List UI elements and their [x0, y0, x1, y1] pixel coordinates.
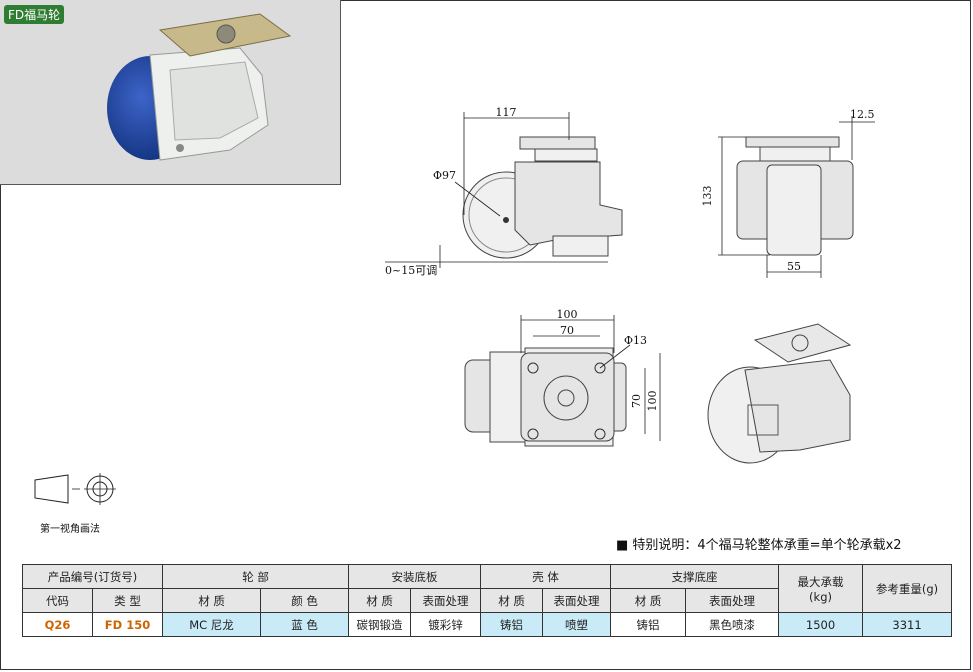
- header-base-finish: 表面处理: [410, 588, 482, 613]
- dim-100-side: 100: [646, 391, 659, 412]
- header-base: 安装底板: [348, 564, 482, 589]
- technical-drawing: 117 Φ97 0~15可调 133 55 12.5: [34, 106, 875, 505]
- header-row-1: 产品编号(订货号) 轮 部 安装底板 壳 体 支撑底座 最大承载 (kg) 参考…: [21, 564, 953, 613]
- header-wheel-color: 颜 色: [260, 588, 350, 613]
- header-wheel-material: 材 质: [162, 588, 262, 613]
- spec-table: 产品编号(订货号) 轮 部 安装底板 壳 体 支撑底座 最大承载 (kg) 参考…: [21, 564, 953, 637]
- cell-shell-finish: 喷塑: [542, 612, 612, 637]
- header-row-2: 代码 类 型 材 质 颜 色 材 质 表面处理 材 质 表面处理 材 质 表面处…: [22, 588, 952, 613]
- header-max-load: 最大承载 (kg): [778, 564, 864, 613]
- iso-view: [707, 323, 852, 464]
- header-base-material: 材 质: [348, 588, 412, 613]
- dim-133: 133: [701, 186, 714, 207]
- cell-support-material: 铸铝: [610, 612, 687, 637]
- projection-symbol: [34, 473, 116, 505]
- dim-55: 55: [787, 260, 801, 273]
- header-product-no: 产品编号(订货号): [21, 564, 164, 589]
- header-shell-finish: 表面处理: [542, 588, 612, 613]
- header-shell-material: 材 质: [480, 588, 544, 613]
- dim-70-side: 70: [630, 394, 643, 408]
- header-shell: 壳 体: [480, 564, 612, 589]
- table-row: Q26 FD 150 MC 尼龙 蓝 色 碳钢锻造 镀彩锌 铸铝 喷塑 铸铝 黑…: [22, 612, 953, 637]
- dim-phi97: Φ97: [433, 169, 456, 182]
- special-note: ■ 特别说明：4个福马轮整体承重=单个轮承载x2: [616, 538, 902, 553]
- dim-100-top: 100: [557, 308, 578, 321]
- dim-70-top: 70: [560, 324, 574, 337]
- dim-117: 117: [496, 106, 517, 119]
- cell-type: FD 150: [91, 612, 164, 637]
- cell-support-finish: 黑色喷漆: [685, 612, 780, 637]
- header-type: 类 型: [91, 588, 164, 613]
- cell-wheel-material: MC 尼龙: [162, 612, 262, 637]
- projection-label: 第一视角画法: [40, 524, 100, 535]
- header-support: 支撑底座: [610, 564, 780, 589]
- header-support-material: 材 质: [610, 588, 687, 613]
- cell-base-material: 碳钢锻造: [348, 612, 412, 637]
- header-support-finish: 表面处理: [685, 588, 780, 613]
- cell-max-load: 1500: [778, 612, 864, 637]
- dim-adjust: 0~15可调: [385, 264, 437, 277]
- dim-phi13: Φ13: [624, 334, 647, 347]
- cell-ref-weight: 3311: [862, 612, 953, 637]
- cell-wheel-color: 蓝 色: [260, 612, 350, 637]
- cell-shell-material: 铸铝: [480, 612, 544, 637]
- cell-base-finish: 镀彩锌: [410, 612, 482, 637]
- header-code: 代码: [22, 588, 93, 613]
- header-wheel: 轮 部: [162, 564, 350, 589]
- front-view: 133 55 12.5: [701, 108, 875, 278]
- top-view: 100 70 Φ13 70 100: [464, 308, 661, 447]
- cell-code: Q26: [22, 612, 93, 637]
- header-ref-weight: 参考重量(g): [862, 564, 953, 613]
- dim-12-5: 12.5: [850, 108, 875, 121]
- product-tag: FD福马轮: [4, 5, 65, 24]
- product-photo: FD福马轮: [0, 0, 341, 185]
- side-view: 117 Φ97 0~15可调: [385, 106, 623, 277]
